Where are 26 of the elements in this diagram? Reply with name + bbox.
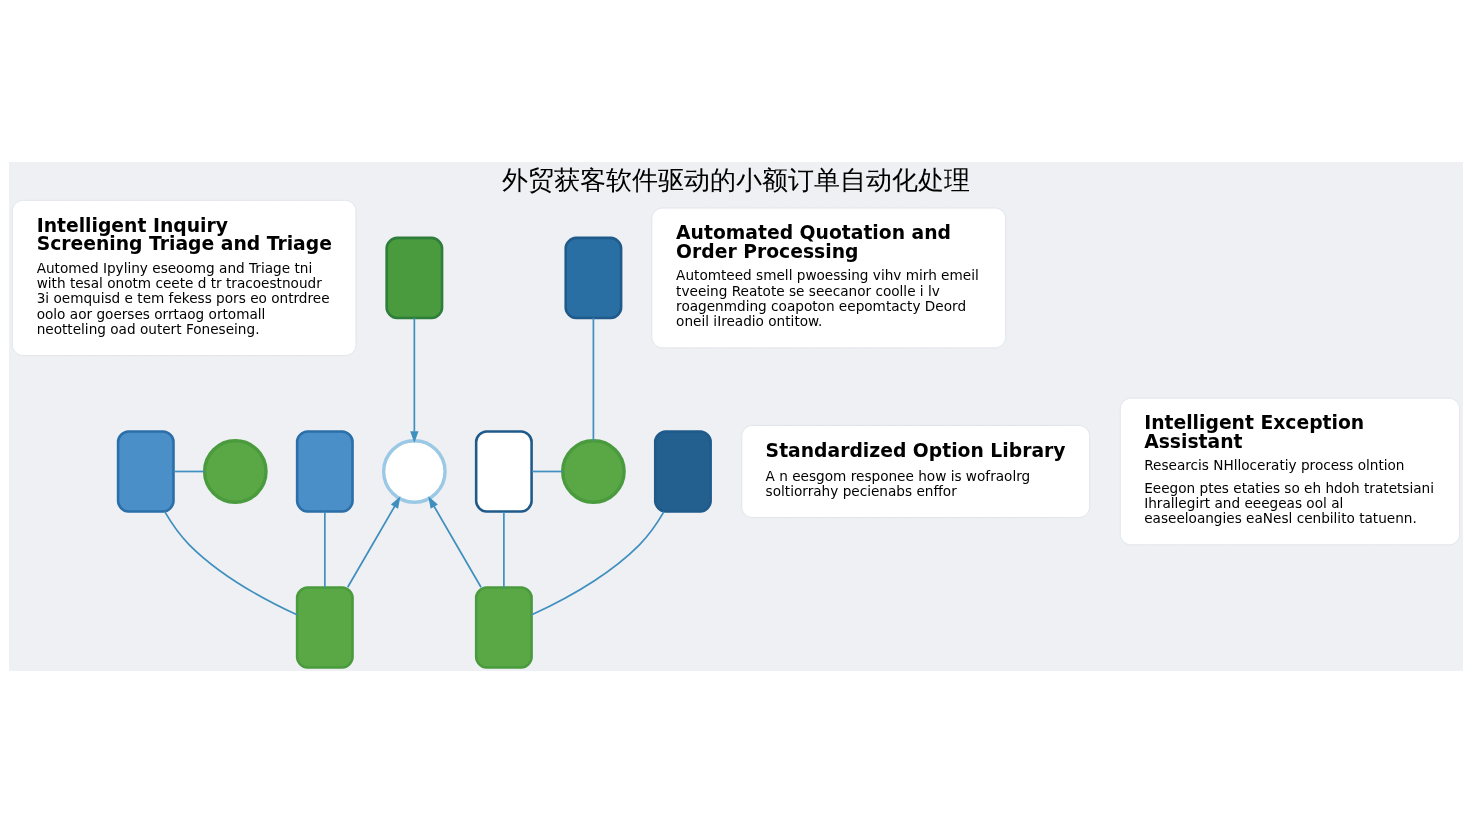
node-box: Standardized Option Library A n eesgom responee how is wofraolrg soltiorrahy pecienabs enffor bbox=[741, 424, 1091, 518]
connector bbox=[172, 470, 206, 472]
connector bbox=[324, 510, 326, 588]
node-box: Intelligent Inquiry Screening Triage and Triage Automed Ipyliny eseoomg and Triage tni with tesal onotm ceete d tr tracoestnoudr 3i oemquisd e tem fekess pors eo ontrdree oolo aor goerses orrtaog ortomall neotteling oad outert Foneseing. bbox=[11, 199, 357, 356]
arrow bbox=[346, 495, 401, 588]
node-box bbox=[474, 585, 533, 669]
node-circle bbox=[202, 438, 268, 504]
connector bbox=[592, 316, 595, 441]
node-box bbox=[385, 236, 444, 319]
node-circle bbox=[381, 438, 447, 504]
node-box bbox=[116, 429, 175, 513]
connector bbox=[530, 510, 665, 616]
node-circle bbox=[561, 438, 626, 504]
diagram-title: 外贸获客软件驱动的小额订单自动化处理 bbox=[502, 164, 970, 195]
connector bbox=[163, 510, 298, 616]
node-box bbox=[295, 585, 354, 669]
node-box: Automated Quotation and Order Processing Automteed smell pwoessing vihv mirh emeil tveeing Reatote se seecanor coolle i lv roagenmding coapoton eepomtacty Deord oneil iIreadio ontitow. bbox=[651, 207, 1007, 348]
connector bbox=[531, 470, 564, 472]
arrow bbox=[428, 495, 482, 588]
node-box bbox=[653, 429, 712, 513]
node-box bbox=[474, 429, 533, 513]
node-box bbox=[295, 429, 354, 513]
arrow bbox=[410, 316, 419, 443]
connector bbox=[503, 510, 505, 588]
node-box: Intelligent Exception Assistant Researcis NHlloceratiy process olntion Eeegon ptes etaties so eh hdoh tratetsiani Ihrallegirt and eeegeas ool al easeeloangies eaNesl cenbilito tatuenn. bbox=[1119, 397, 1461, 545]
node-box bbox=[564, 236, 623, 319]
